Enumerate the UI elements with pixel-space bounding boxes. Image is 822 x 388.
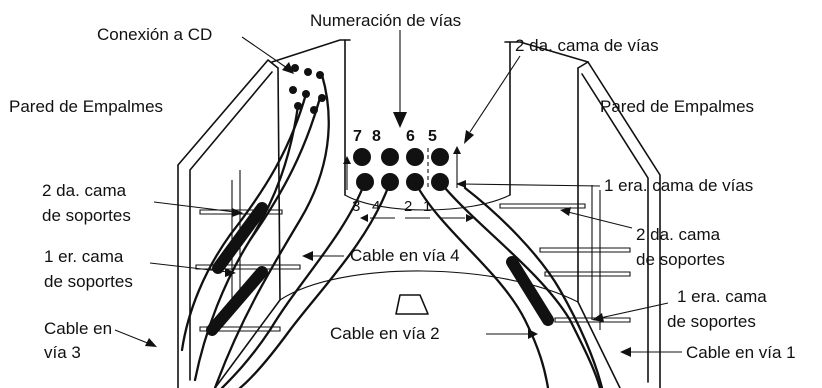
splice-sleeve-right — [506, 256, 554, 326]
label-conexion-cd: Conexión a CD — [97, 25, 212, 44]
label-cable-via-3-1: Cable en — [44, 319, 112, 338]
label-primera-cama-soportes-der-1: 1 era. cama — [677, 287, 767, 306]
label-segunda-cama-vias: 2 da. cama de vías — [515, 36, 659, 55]
label-pared-izq: Pared de Empalmes — [9, 97, 163, 116]
right-supports — [499, 203, 631, 323]
splice-sleeves — [206, 202, 554, 336]
cd-connection-dots — [289, 64, 326, 114]
duct-numbers: 7 8 6 5 3 4 2 1 — [352, 128, 437, 215]
duct-8 — [381, 148, 399, 166]
label-numeracion-vias: Numeración de vías — [310, 11, 461, 30]
label-pared-der: Pared de Empalmes — [600, 97, 754, 116]
leader-lines — [114, 30, 682, 357]
label-segunda-cama-soportes-izq-1: 2 da. cama — [42, 181, 127, 200]
label-cable-via-4: Cable en vía 4 — [350, 246, 460, 265]
label-primera-cama-vias: 1 era. cama de vías — [604, 176, 753, 195]
label-primera-cama-soportes-der-2: de soportes — [667, 312, 756, 331]
duct-6 — [406, 148, 424, 166]
duct-number-6: 6 — [406, 128, 415, 145]
duct-7 — [353, 148, 371, 166]
duct-number-4: 4 — [372, 198, 380, 215]
cables — [180, 73, 604, 388]
duct-5 — [431, 148, 449, 166]
duct-number-7: 7 — [353, 128, 362, 145]
duct-number-3: 3 — [352, 198, 360, 215]
splice-sleeve-lower-left — [206, 266, 268, 336]
label-primer-cama-soportes-izq-1: 1 er. cama — [44, 247, 124, 266]
back-wall — [279, 39, 579, 303]
label-cable-via-2: Cable en vía 2 — [330, 324, 440, 343]
label-segunda-cama-soportes-izq-2: de soportes — [42, 206, 131, 225]
duct-number-5: 5 — [428, 128, 437, 145]
duct-number-2: 2 — [404, 198, 412, 215]
splice-sleeve-upper-left — [212, 202, 268, 274]
sump-block — [395, 294, 429, 315]
label-primer-cama-soportes-izq-2: de soportes — [44, 272, 133, 291]
duct-number-1: 1 — [423, 198, 431, 215]
duct-holes — [353, 148, 449, 191]
label-segunda-cama-soportes-der-1: 2 da. cama — [636, 225, 721, 244]
labels: Conexión a CD Numeración de vías 2 da. c… — [9, 11, 796, 362]
label-cable-via-1: Cable en vía 1 — [686, 343, 796, 362]
label-segunda-cama-soportes-der-2: de soportes — [636, 250, 725, 269]
duct-number-8: 8 — [372, 128, 381, 145]
label-cable-via-3-2: vía 3 — [44, 343, 81, 362]
